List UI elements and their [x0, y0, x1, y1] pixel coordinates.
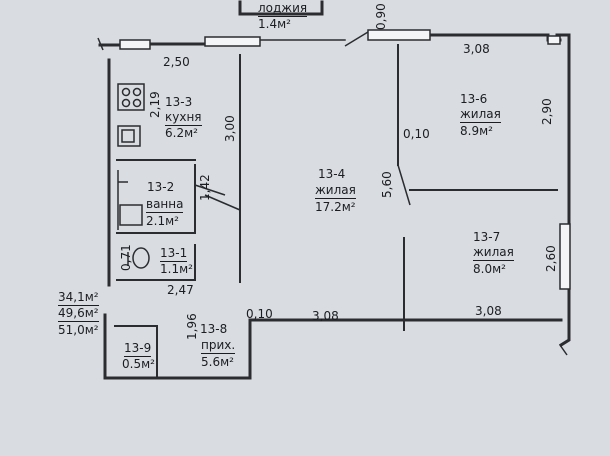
break-mark-bottom	[559, 344, 568, 356]
dim-5-60: 5,60	[380, 171, 394, 198]
bathtub-icon	[117, 170, 143, 230]
room-13-1-area: 1.1м²	[160, 262, 193, 276]
room-13-2-name: ванна	[146, 197, 184, 213]
room-13-7-area: 8.0м²	[473, 262, 506, 276]
room-13-9-number: 13-9	[124, 341, 152, 357]
room-13-8-area: 5.6м²	[201, 355, 234, 369]
room-loggia-area: 1.4м²	[258, 17, 291, 31]
dim-3-00: 3,00	[223, 115, 237, 142]
loggia-outline	[238, 0, 324, 16]
dim-2-19: 2,19	[148, 91, 162, 118]
closet-wall	[114, 325, 158, 379]
room-13-6-area: 8.9м²	[460, 124, 493, 138]
room-13-1-number: 13-1	[160, 246, 188, 262]
door-swing-13-4	[397, 164, 411, 206]
room-13-2-area: 2.1м²	[146, 214, 179, 228]
dim-0-71: 0,71	[119, 244, 133, 271]
toilet-icon	[127, 247, 150, 269]
stove-icon	[117, 83, 145, 111]
window-room-13-4	[204, 36, 261, 47]
door-swing-kitchen	[204, 194, 241, 211]
room-13-3-name: кухня	[165, 110, 202, 126]
room-13-8-name: прих.	[201, 338, 236, 354]
room-13-3-area: 6.2м²	[165, 126, 198, 140]
break-mark-left	[97, 37, 104, 51]
total-living-area: 34,1м²	[58, 290, 99, 306]
room-13-2-number: 13-2	[147, 180, 175, 194]
dim-0-90: 0,90	[374, 3, 388, 30]
window-kitchen	[119, 39, 151, 50]
dim-3-08-bottom-right: 3,08	[475, 304, 502, 318]
dim-3-08-top: 3,08	[463, 42, 490, 56]
room-loggia-name: лоджия	[258, 1, 308, 17]
dim-2-47: 2,47	[167, 283, 194, 297]
window-room-13-6-top	[367, 29, 431, 41]
dim-2-90: 2,90	[540, 98, 554, 125]
total-usable-area: 49,6м²	[58, 306, 99, 322]
room-13-7-name: жилая	[473, 245, 514, 261]
sink-icon	[117, 125, 141, 147]
window-corner	[547, 35, 561, 45]
dim-2-50: 2,50	[163, 55, 190, 69]
right-wall-lower	[558, 287, 571, 348]
dim-0-10-lower: 0,10	[246, 307, 273, 321]
room-13-9-area: 0.5м²	[122, 357, 155, 371]
total-area: 51,0м²	[58, 323, 99, 337]
room-13-8-number: 13-8	[200, 322, 228, 336]
room-13-4-number: 13-4	[318, 167, 346, 181]
dim-0-10-upper: 0,10	[403, 127, 430, 141]
dim-1-96: 1,96	[185, 313, 199, 340]
right-wall	[555, 33, 571, 226]
room-13-7-number: 13-7	[473, 230, 501, 244]
dim-2-60: 2,60	[544, 245, 558, 272]
room-13-6-number: 13-6	[460, 92, 488, 106]
room-13-3-number: 13-3	[165, 95, 193, 109]
room-13-4-name: жилая	[315, 183, 356, 199]
dim-3-08-bottom-left: 3,08	[312, 309, 339, 323]
door-swing-loggia	[344, 31, 369, 47]
dim-1-42: 1,42	[198, 174, 212, 201]
top-wall-right	[428, 33, 562, 42]
window-room-13-7	[559, 223, 571, 290]
room-13-6-name: жилая	[460, 107, 501, 123]
door-swing-bath	[194, 184, 226, 196]
room-13-4-area: 17.2м²	[315, 200, 356, 214]
